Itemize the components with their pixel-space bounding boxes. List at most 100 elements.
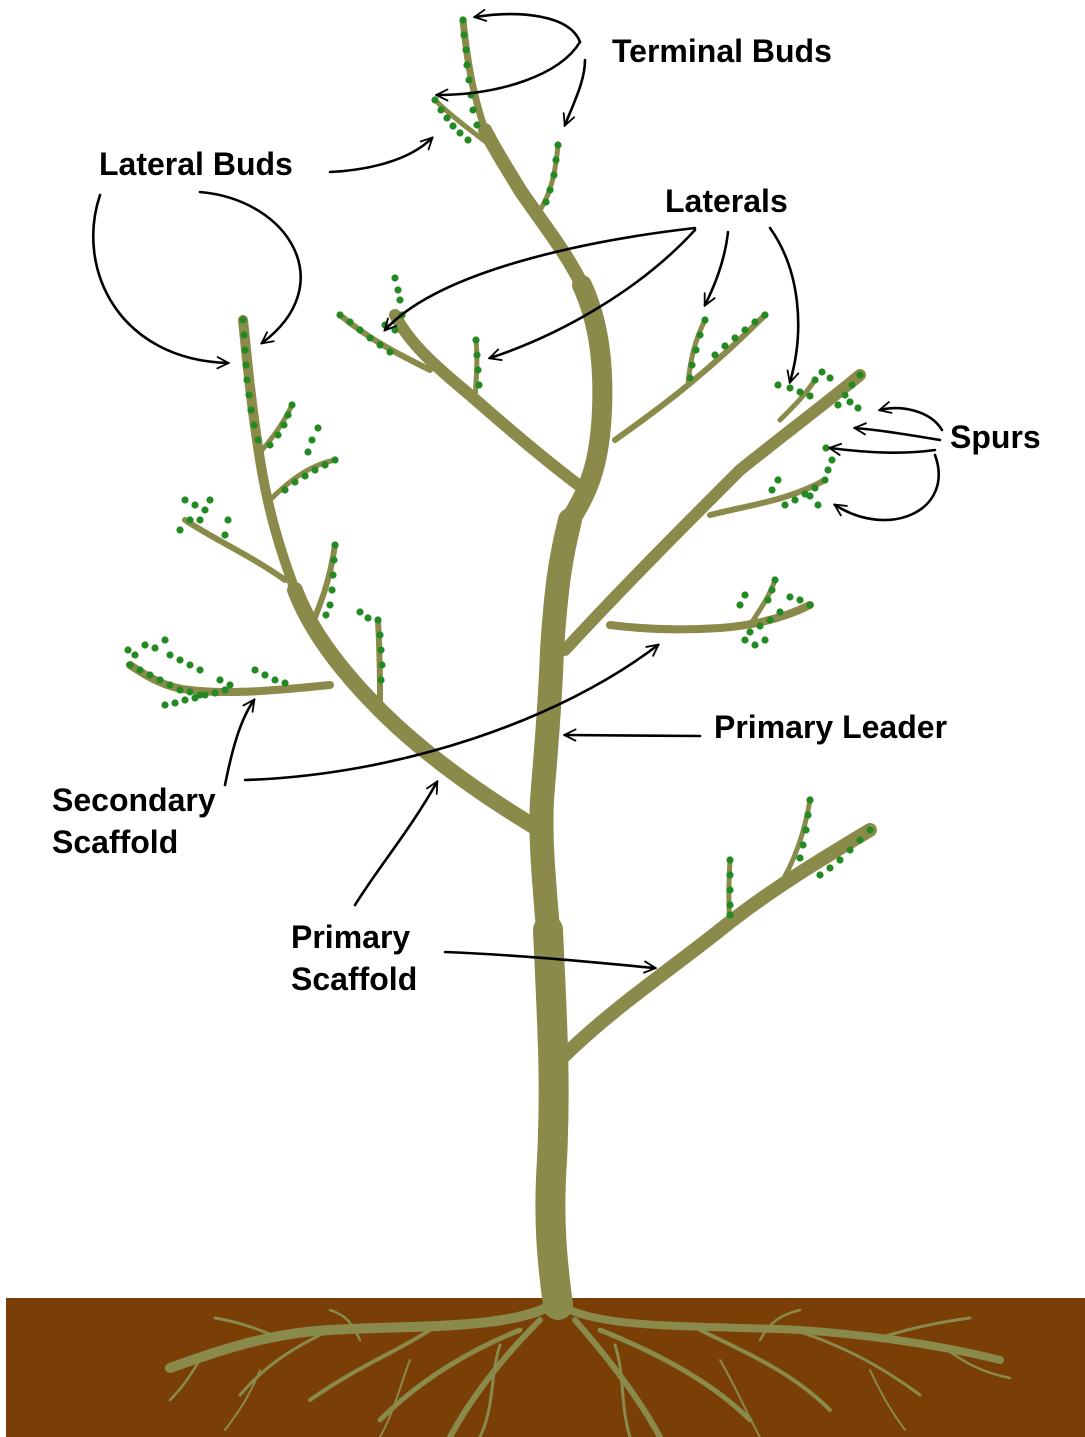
bud-dot-icon	[356, 608, 363, 615]
bud-dot-icon	[322, 611, 329, 618]
bud-dot-icon	[431, 96, 438, 103]
bud-dot-icon	[240, 331, 247, 338]
arrow-icon	[830, 448, 935, 453]
arrow-icon	[770, 228, 798, 382]
bud-dot-icon	[301, 472, 308, 479]
bud-dot-icon	[201, 691, 208, 698]
arrow-icon	[835, 455, 939, 520]
bud-dot-icon	[266, 441, 273, 448]
bud-dot-icon	[176, 656, 183, 663]
bud-dot-icon	[247, 406, 254, 413]
bud-dot-icon	[746, 628, 753, 635]
arrow-icon	[355, 782, 437, 905]
bud-dot-icon	[456, 129, 463, 136]
bud-dot-icon	[696, 331, 703, 338]
bud-dot-icon	[281, 679, 288, 686]
bud-dot-icon	[711, 351, 718, 358]
bud-dot-icon	[329, 571, 336, 578]
bud-dot-icon	[251, 666, 258, 673]
bud-dot-icon	[552, 156, 559, 163]
bud-dot-icon	[171, 699, 178, 706]
bud-dot-icon	[449, 122, 456, 129]
bud-dot-icon	[166, 681, 173, 688]
bud-dot-icon	[330, 556, 337, 563]
bud-dot-icon	[336, 311, 343, 318]
bud-dot-icon	[161, 701, 168, 708]
bud-dot-icon	[291, 478, 298, 485]
bud-dot-icon	[474, 366, 481, 373]
bud-dot-icon	[280, 421, 287, 428]
bud-dot-icon	[221, 531, 228, 538]
bud-dot-icon	[281, 486, 288, 493]
bud-dot-icon	[460, 31, 467, 38]
bud-dot-icon	[856, 371, 863, 378]
bud-dot-icon	[243, 376, 250, 383]
bud-dot-icon	[472, 336, 479, 343]
bud-dot-icon	[346, 318, 353, 325]
bud-dot-icon	[554, 141, 561, 148]
bud-dot-icon	[356, 326, 363, 333]
bud-dot-icon	[126, 661, 133, 668]
bud-dot-icon	[802, 826, 809, 833]
bud-dot-icon	[774, 476, 781, 483]
label-primary-scaffold-line1: Primary	[291, 919, 410, 955]
bud-dot-icon	[741, 636, 748, 643]
bud-dot-icon	[304, 448, 311, 455]
bud-dot-icon	[768, 586, 775, 593]
bud-dot-icon	[186, 516, 193, 523]
bud-dot-icon	[854, 404, 861, 411]
bud-dot-icon	[201, 506, 208, 513]
bud-dot-icon	[239, 316, 246, 323]
bud-dot-icon	[124, 646, 131, 653]
arrow-icon	[565, 60, 585, 125]
label-laterals: Laterals	[665, 183, 788, 219]
bud-dot-icon	[542, 198, 549, 205]
bud-dot-icon	[396, 296, 403, 303]
bud-dot-icon	[741, 591, 748, 598]
bud-dot-icon	[796, 388, 803, 395]
bud-dot-icon	[726, 856, 733, 863]
bud-dot-icon	[475, 381, 482, 388]
bud-dot-icon	[848, 381, 855, 388]
primary-leader-top	[485, 130, 582, 285]
arrow-icon	[200, 192, 301, 343]
bud-dot-icon	[176, 686, 183, 693]
bud-dot-icon	[156, 676, 163, 683]
bud-dot-icon	[816, 871, 823, 878]
label-primary-leader: Primary Leader	[714, 709, 947, 745]
arrow-icon	[705, 232, 728, 305]
bud-dot-icon	[473, 351, 480, 358]
bud-dot-icon	[331, 456, 338, 463]
bud-dot-icon	[366, 334, 373, 341]
bud-dot-icon	[821, 476, 828, 483]
bud-dot-icon	[764, 596, 771, 603]
bud-dot-icon	[834, 401, 841, 408]
bud-dot-icon	[826, 864, 833, 871]
bud-dot-icon	[328, 586, 335, 593]
bud-dot-icon	[791, 496, 798, 503]
bud-dot-icon	[211, 689, 218, 696]
bud-dot-icon	[836, 856, 843, 863]
bud-dot-icon	[206, 496, 213, 503]
bud-dot-icon	[377, 676, 384, 683]
bud-dot-icon	[814, 501, 821, 508]
bud-dot-icon	[136, 666, 143, 673]
bud-dot-icon	[781, 501, 788, 508]
bud-dot-icon	[731, 334, 738, 341]
bud-dot-icon	[261, 671, 268, 678]
bud-dot-icon	[465, 76, 472, 83]
bud-dot-icon	[314, 424, 321, 431]
bud-dot-icon	[191, 694, 198, 701]
label-primary-scaffold-line2: Scaffold	[291, 961, 417, 997]
arrow-icon	[245, 645, 658, 780]
label-secondary-scaffold-line1: Secondary	[52, 782, 216, 818]
bud-dot-icon	[741, 326, 748, 333]
bud-dot-icon	[216, 676, 223, 683]
bud-dot-icon	[181, 496, 188, 503]
bud-dot-icon	[245, 391, 252, 398]
bud-dot-icon	[176, 526, 183, 533]
label-secondary-scaffold-line2: Scaffold	[52, 824, 178, 860]
bud-dot-icon	[546, 186, 553, 193]
bud-dot-icon	[321, 461, 328, 468]
